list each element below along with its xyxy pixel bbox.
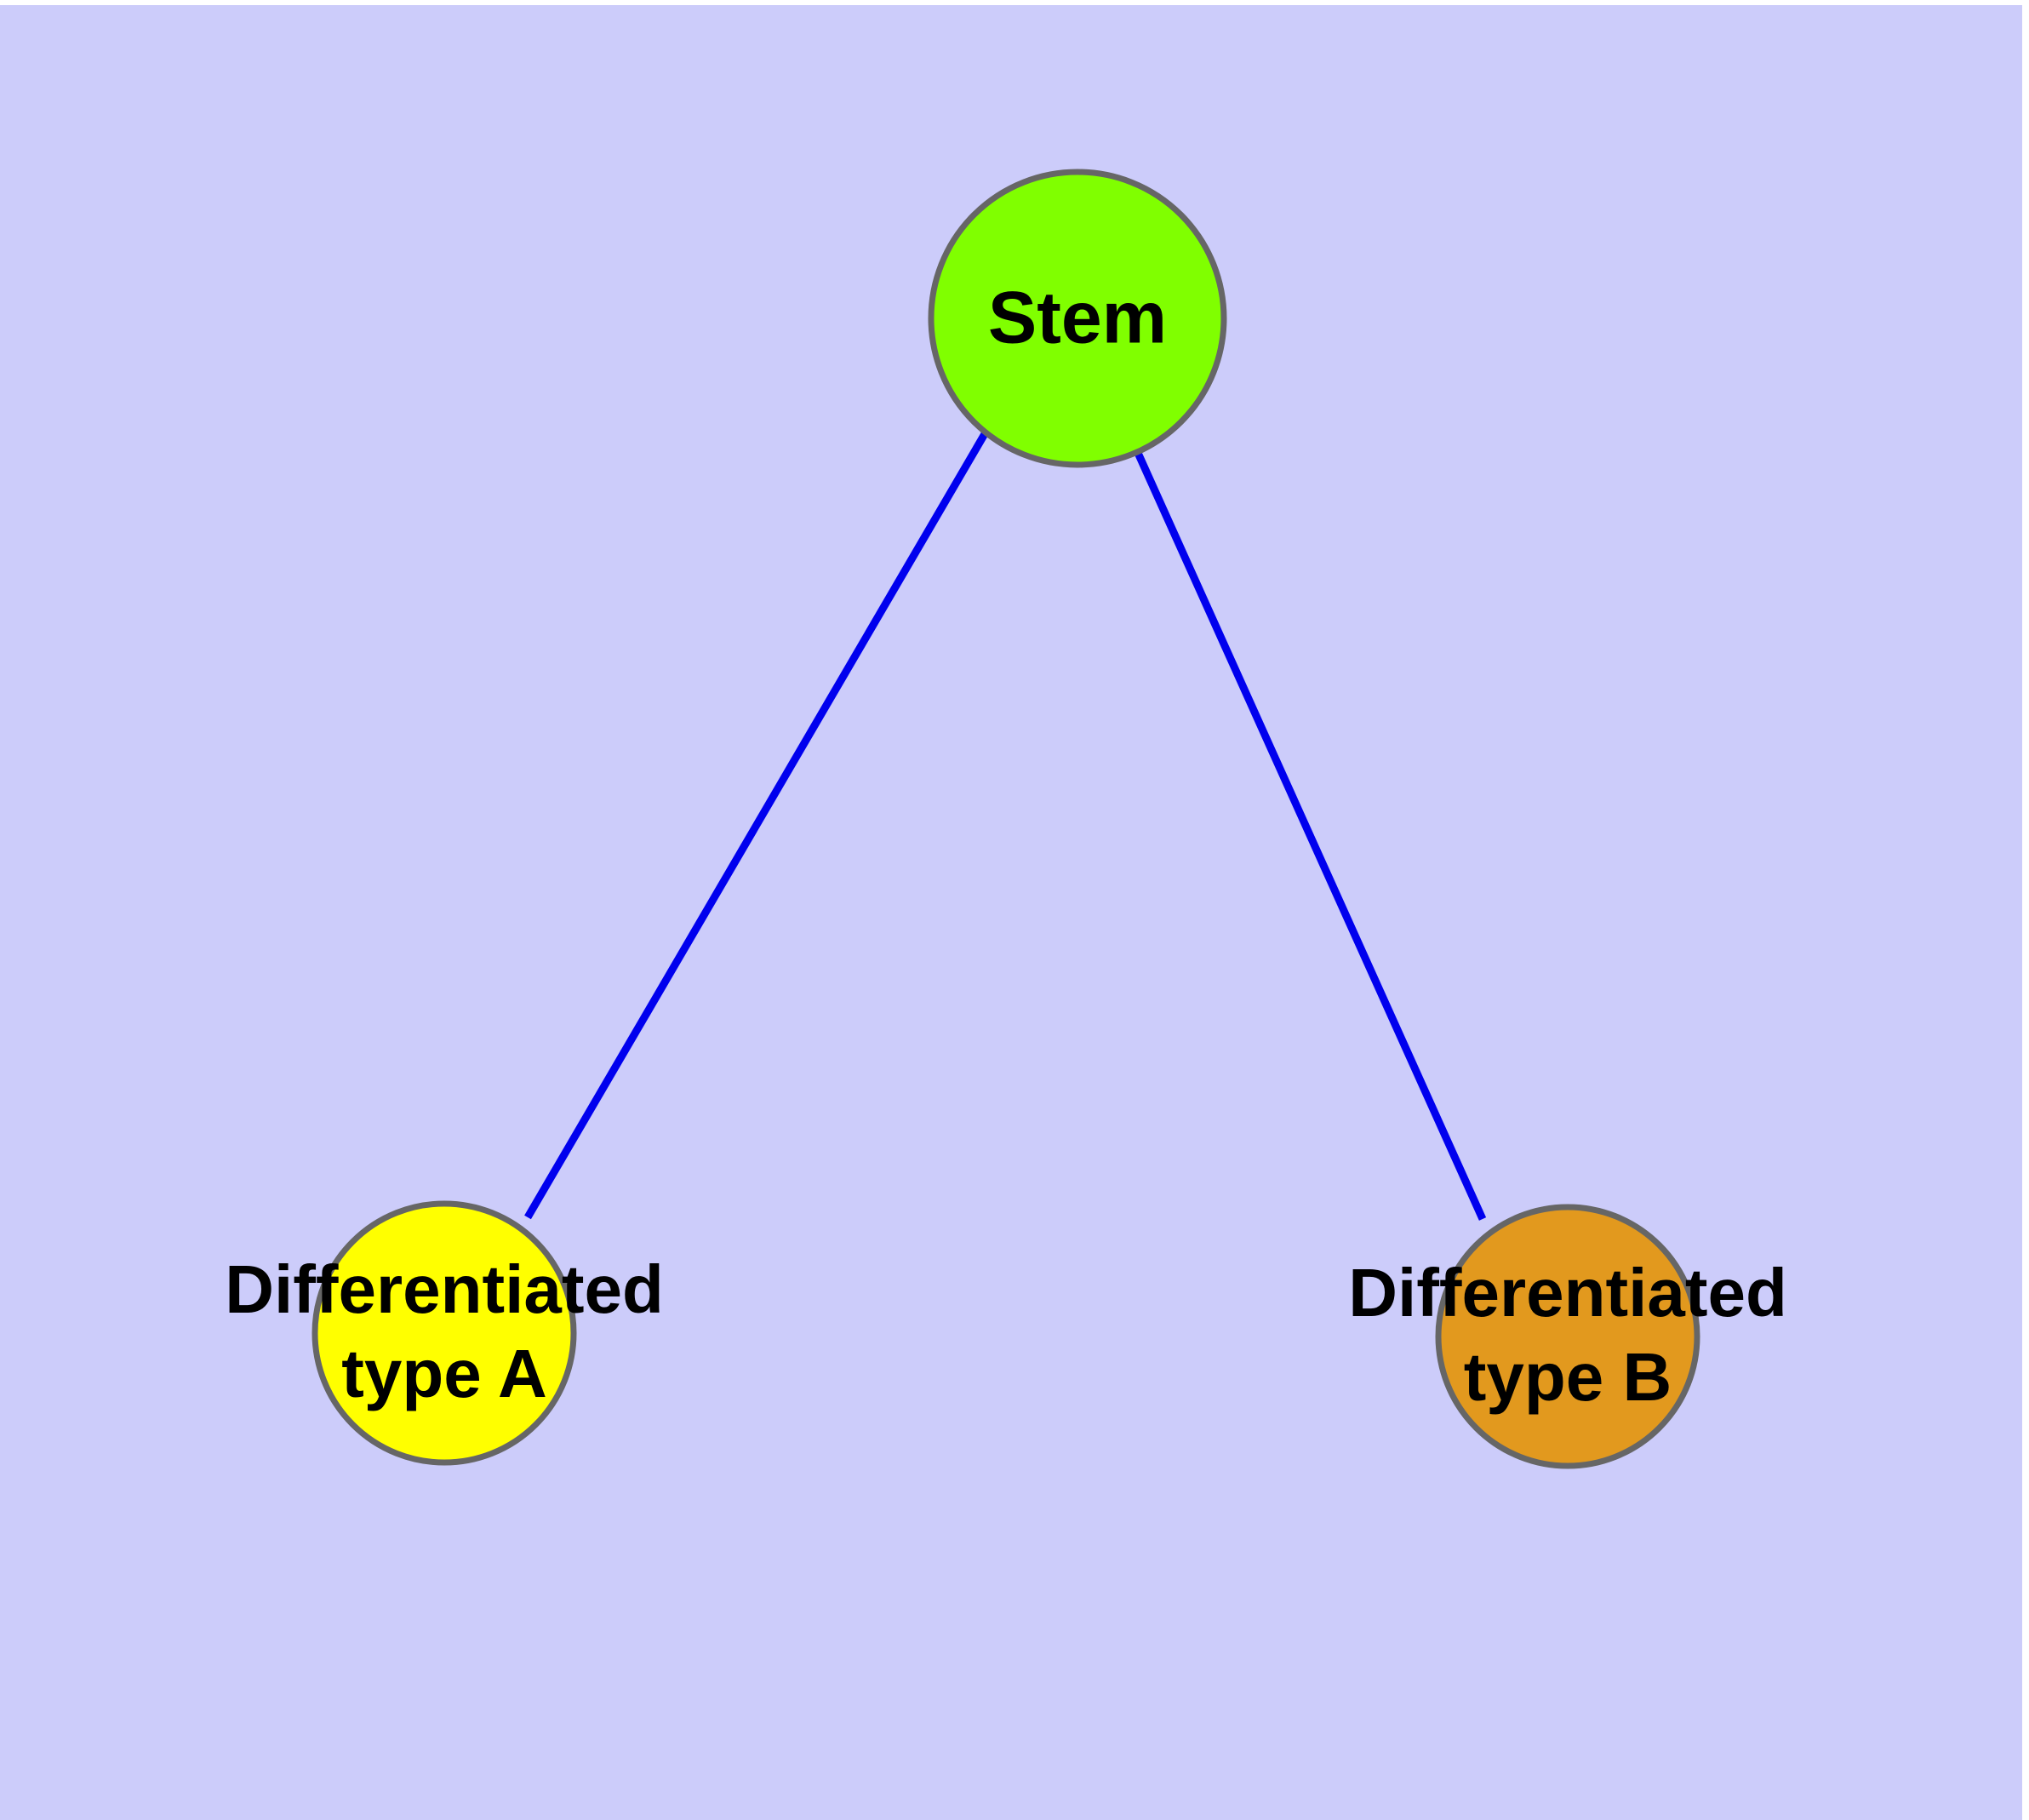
node-differentiated-type-a-label-line2: type A	[341, 1336, 547, 1411]
node-differentiated-type-a-circle[interactable]	[311, 1200, 577, 1466]
node-differentiated-type-b-label-line1: Differentiated	[1348, 1255, 1787, 1331]
node-differentiated-type-a[interactable]	[311, 1200, 577, 1466]
edge-group	[524, 430, 1487, 1221]
node-stem-circle[interactable]	[928, 169, 1227, 468]
edge-stem-to-differentiated-type-b[interactable]	[1126, 434, 1487, 1221]
label-group: Stem Differentiated type A Differentiate…	[225, 278, 1787, 1415]
edge-stem-to-differentiated-type-a[interactable]	[524, 430, 989, 1220]
node-stem[interactable]	[928, 169, 1227, 468]
node-differentiated-type-b-circle[interactable]	[1435, 1204, 1700, 1469]
node-differentiated-type-a-label-line1: Differentiated	[225, 1251, 664, 1327]
node-differentiated-type-b-label-line2: type B	[1464, 1339, 1672, 1415]
node-differentiated-type-b[interactable]	[1435, 1204, 1700, 1469]
node-stem-label: Stem	[988, 278, 1167, 359]
